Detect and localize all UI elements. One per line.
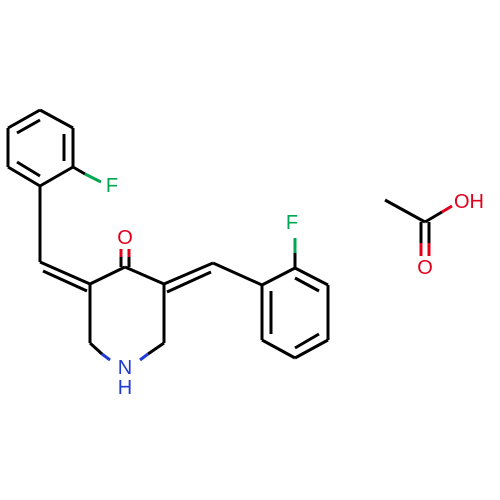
bond [42,269,88,293]
bond [39,165,74,188]
bond [7,108,41,130]
bond [101,352,111,362]
bond [139,352,149,362]
bond [124,265,165,286]
fluorine-atom-label: F [286,212,298,234]
bond [294,338,329,360]
bond [39,108,74,130]
left-fluorophenyl-ring [6,108,102,188]
bond [163,261,214,286]
bond [39,260,91,286]
piperidinone-ring [88,249,166,362]
bond [261,266,296,287]
bond [294,266,329,287]
bond [147,341,165,356]
bond [16,160,41,178]
hydrogen-atom-label: H [118,377,132,399]
nitrogen-atom-label: N [118,357,132,379]
acetic-acid-molecule: OH O [384,191,484,279]
bond [424,210,443,224]
bond [166,270,212,294]
fluorine-atom-label: F [106,175,118,197]
bond [89,265,126,286]
bond [441,204,453,214]
right-fluorophenyl-ring [260,238,330,360]
bond [384,198,426,224]
bond [261,338,296,360]
bond [294,276,320,293]
bond [294,332,320,350]
hydroxyl-group-label: OH [454,191,484,213]
oxygen-atom-label: O [417,257,433,279]
bond [16,118,41,135]
bond [88,341,104,356]
oxygen-atom-label: O [117,227,133,249]
bond [7,165,41,188]
bond [212,261,263,287]
main-molecule: F O F N H [6,108,330,399]
bond [84,172,102,184]
bond [72,165,86,176]
